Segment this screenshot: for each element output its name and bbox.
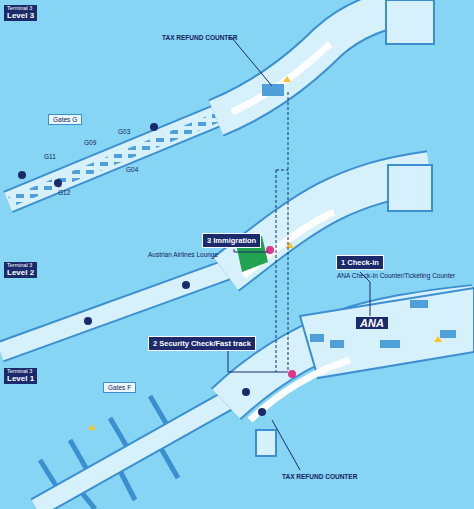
step-box: 1 Check-in: [336, 255, 384, 270]
node-text: Terminal 3: [7, 6, 34, 12]
node-text: Terminal 3: [7, 263, 34, 269]
level-badge: Terminal 3Level 2: [4, 262, 37, 278]
airline-logo: ANA: [356, 317, 388, 329]
floor-link: [276, 92, 288, 372]
step-box: 2 Security Check/Fast track: [148, 336, 256, 351]
node-text: 3 Immigration: [207, 236, 256, 245]
level-1-floor: [36, 288, 474, 509]
gate-number: G04: [126, 166, 138, 173]
node-text: Level 2: [7, 269, 34, 277]
node-text: Terminal 3: [7, 369, 34, 375]
level-badge: Terminal 3Level 3: [4, 5, 37, 21]
gate-number: G09: [84, 139, 96, 146]
level-2-floor: [0, 165, 432, 352]
node-text: Level 1: [7, 375, 34, 383]
node-text: 2 Security Check/Fast track: [153, 339, 251, 348]
counter-label: TAX REFUND COUNTER: [282, 473, 357, 480]
node-text: 1 Check-in: [341, 258, 379, 267]
area-label: Gates F: [103, 382, 136, 393]
node-text: Level 3: [7, 12, 34, 20]
leader-line: [228, 38, 370, 470]
lounge-label: Austrian Airlines Lounge: [148, 251, 218, 258]
counter-label: ANA Check-In Counter/Ticketing Counter: [337, 272, 455, 279]
gate-number: G12: [58, 189, 70, 196]
counter-label: TAX REFUND COUNTER: [162, 34, 237, 41]
area-label: Gates G: [48, 114, 82, 125]
gate-number: G11: [44, 153, 56, 160]
gate-number: G03: [118, 128, 130, 135]
step-box: 3 Immigration: [202, 233, 261, 248]
level-badge: Terminal 3Level 1: [4, 368, 37, 384]
